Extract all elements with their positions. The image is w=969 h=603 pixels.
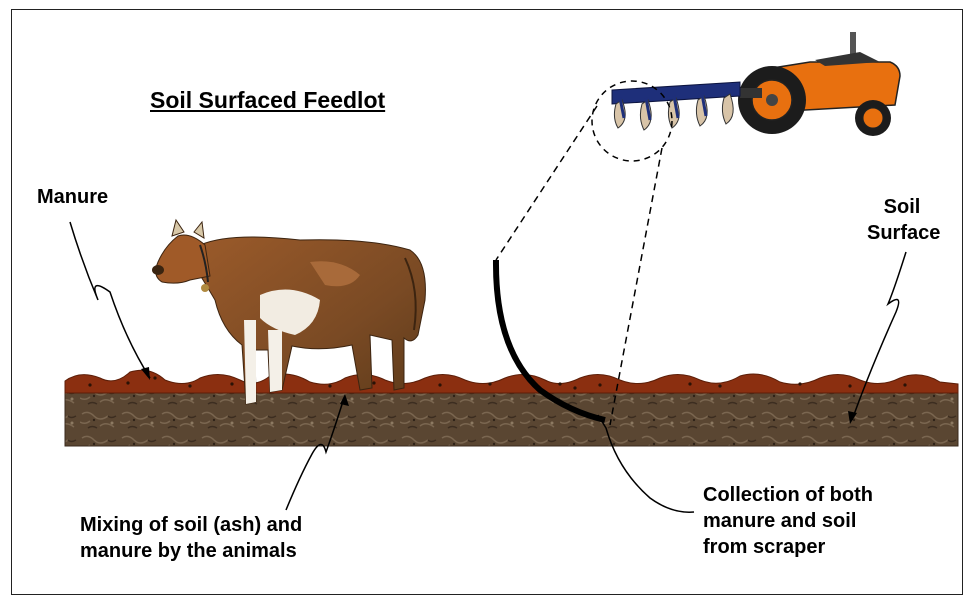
mixing-label-line1: Mixing of soil (ash) and	[80, 512, 302, 538]
soil-surface-label: Soil Surface	[867, 194, 937, 246]
manure-pointer	[70, 222, 150, 378]
soil-layer	[65, 393, 958, 446]
plow-illustration	[612, 82, 740, 130]
mixing-label-line2: manure by the animals	[80, 538, 302, 564]
manure-layer	[65, 370, 958, 393]
collection-label-line2: manure and soil	[703, 508, 873, 534]
tractor-illustration	[738, 32, 900, 136]
collection-label: Collection of both manure and soil from …	[703, 482, 873, 560]
manure-label: Manure	[37, 184, 108, 210]
collection-label-line3: from scraper	[703, 534, 873, 560]
mixing-label: Mixing of soil (ash) and manure by the a…	[80, 512, 302, 564]
soil-surface-label-line1: Soil	[867, 194, 937, 220]
soil-surface-label-line2: Surface	[867, 220, 937, 246]
collection-label-line1: Collection of both	[703, 482, 873, 508]
zoom-line-left	[496, 106, 597, 260]
page-title: Soil Surfaced Feedlot	[150, 87, 385, 114]
